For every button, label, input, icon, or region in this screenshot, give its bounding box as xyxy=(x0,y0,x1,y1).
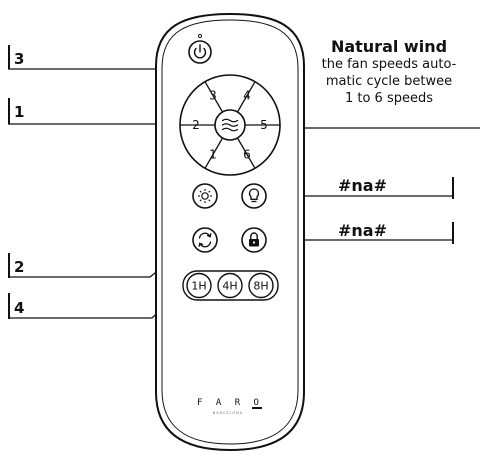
reverse-button[interactable] xyxy=(193,228,217,252)
speed-button-5[interactable]: 5 xyxy=(260,118,268,132)
timer-button-1h[interactable]: 1H xyxy=(187,274,211,298)
timer-button-label: 4H xyxy=(222,280,237,293)
timer-button-4h[interactable]: 4H xyxy=(218,274,242,298)
logo-underline xyxy=(252,407,262,409)
timer-button-label: 8H xyxy=(253,280,268,293)
timer-button-8h[interactable]: 8H xyxy=(249,274,273,298)
timer-group: 1H 4H 8H xyxy=(183,271,278,300)
speed-button-4[interactable]: 4 xyxy=(243,89,251,103)
speed-button-3[interactable]: 3 xyxy=(209,89,217,103)
logo-subtext: BARCELONA xyxy=(213,411,243,415)
speed-button-1[interactable]: 1 xyxy=(209,147,217,161)
timer-button-label: 1H xyxy=(191,280,206,293)
power-button[interactable] xyxy=(189,41,211,63)
logo-text: F A R O xyxy=(197,398,263,408)
indicator-led xyxy=(198,34,201,37)
light-settings-button[interactable] xyxy=(193,184,217,208)
speed-button-6[interactable]: 6 xyxy=(243,147,251,161)
speed-dial: 1 2 3 4 5 6 xyxy=(180,75,280,175)
light-bulb-button[interactable] xyxy=(242,184,266,208)
lock-button[interactable] xyxy=(242,228,266,252)
speed-button-2[interactable]: 2 xyxy=(192,118,200,132)
